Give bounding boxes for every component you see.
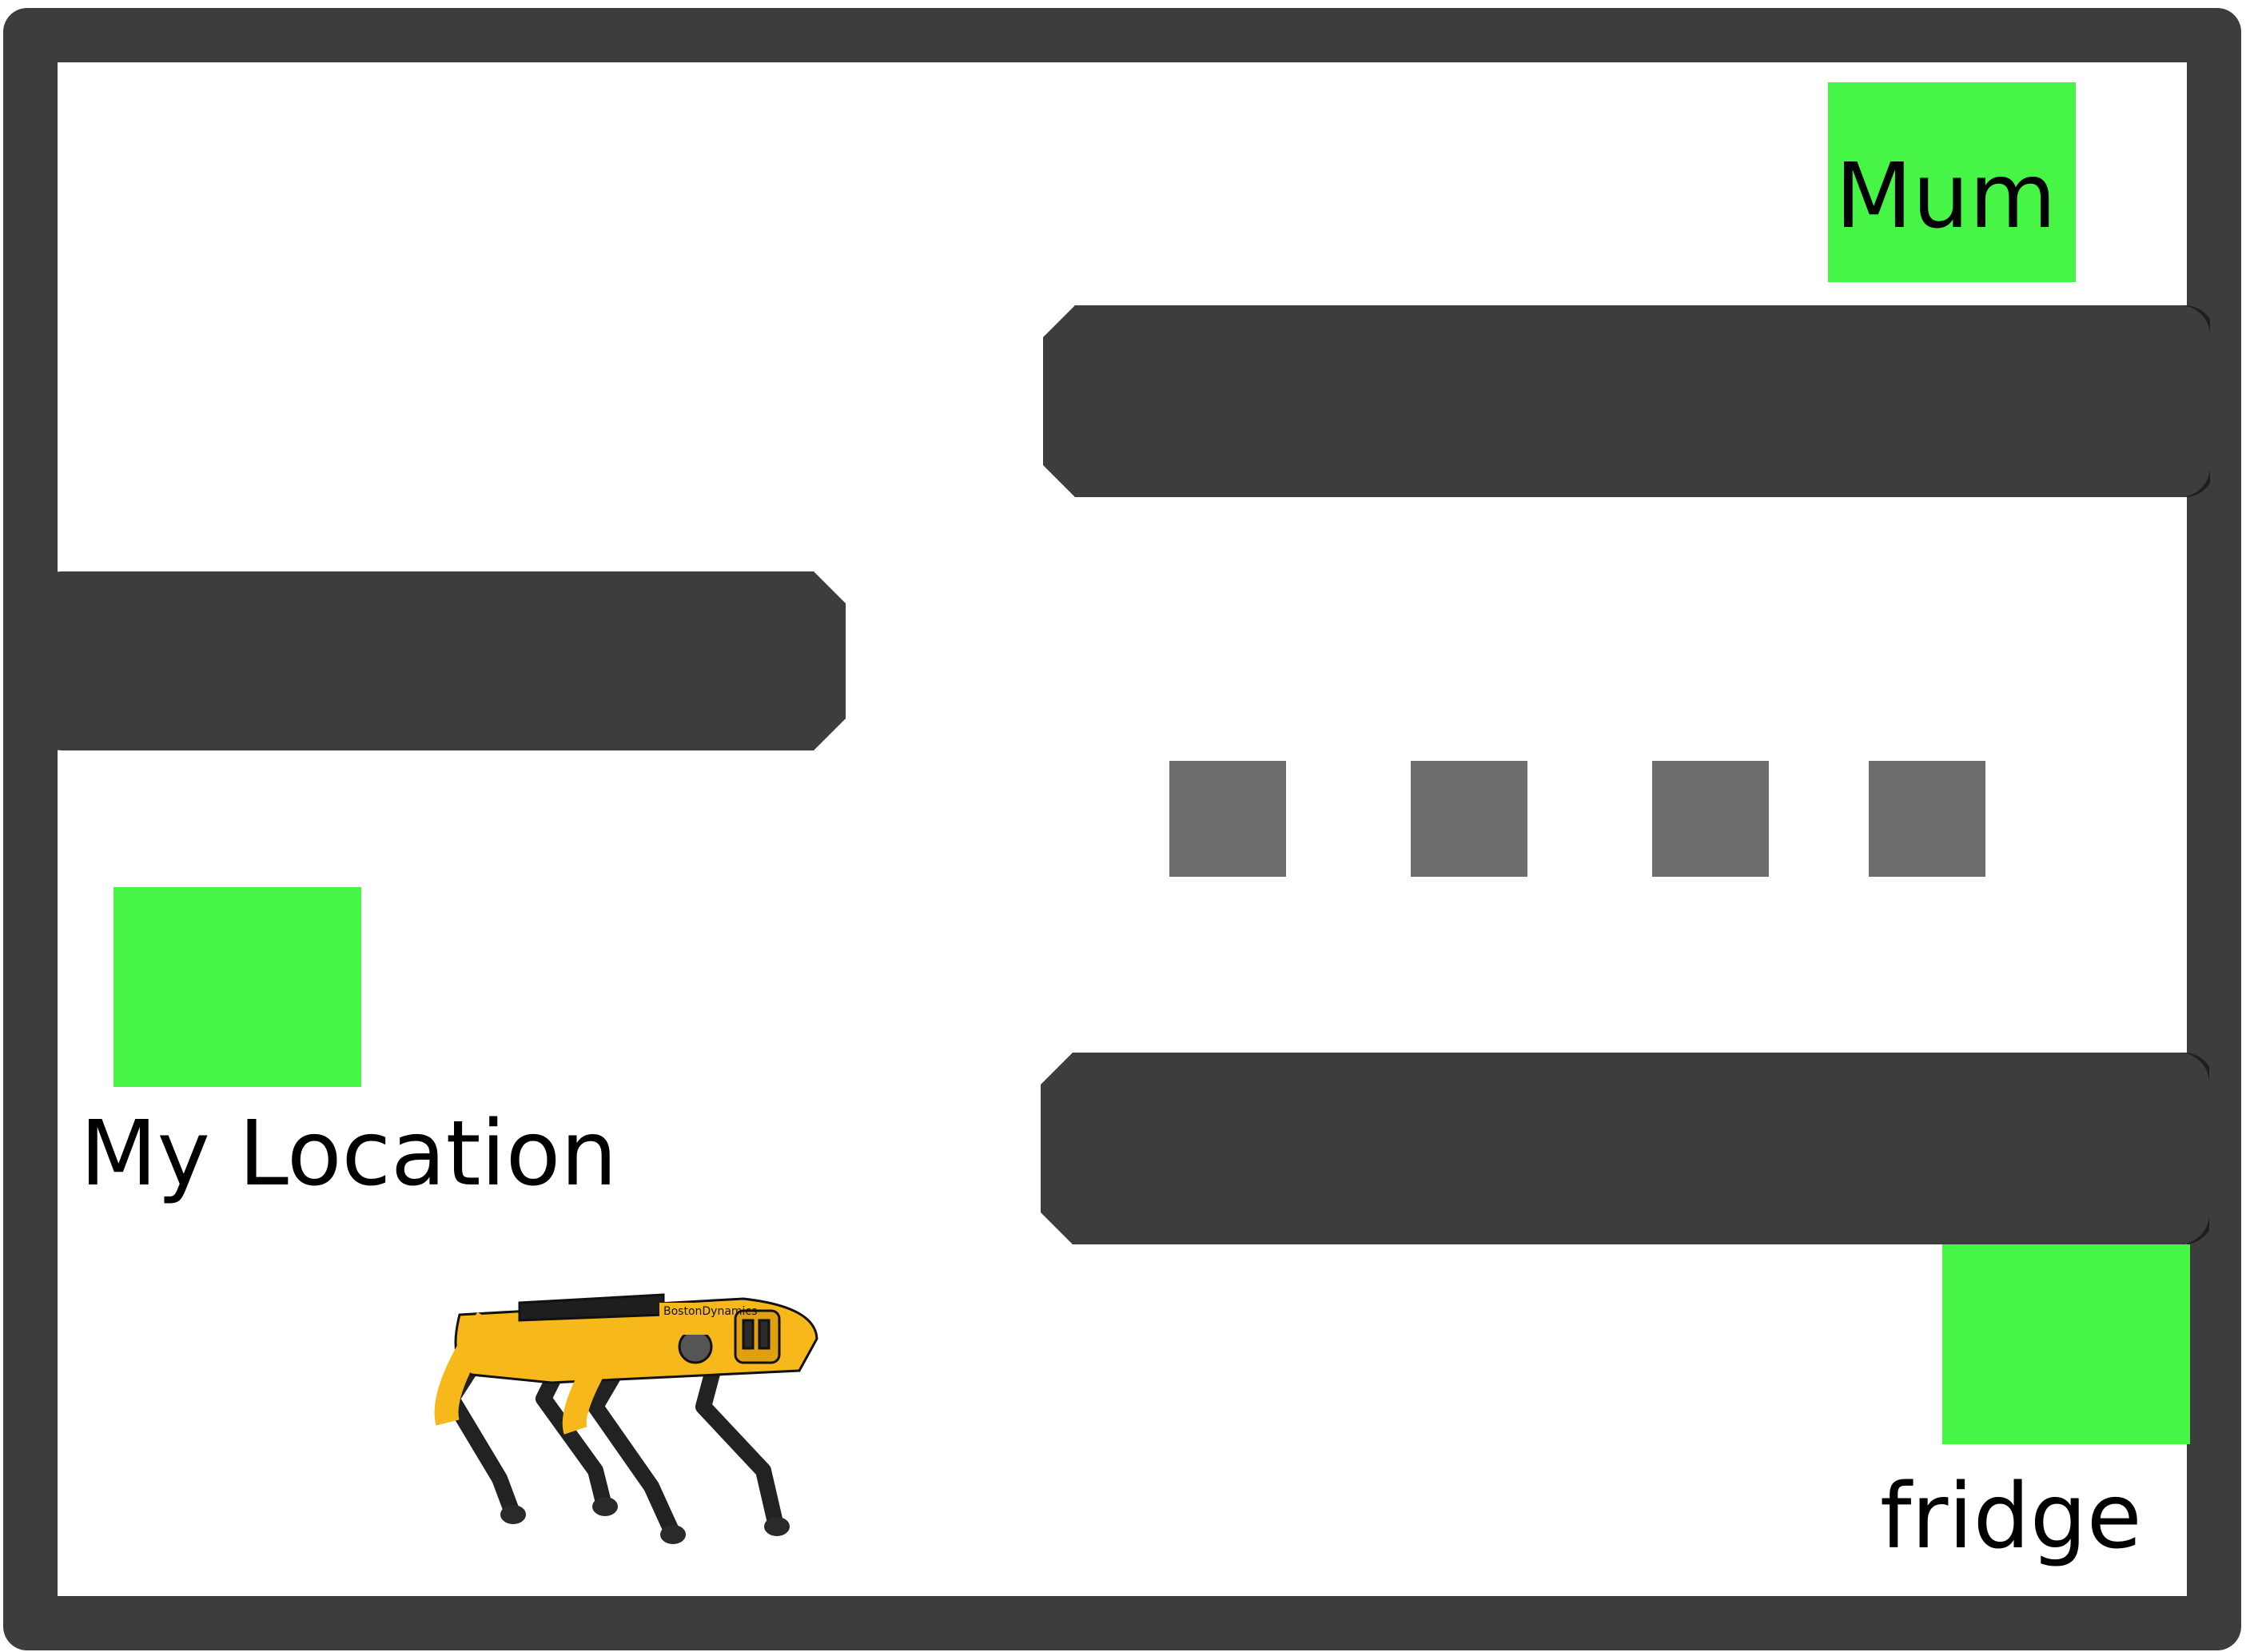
my-location-marker[interactable] [113, 887, 361, 1087]
my-location-label: My Location [80, 1102, 618, 1206]
obstacle-1 [1169, 761, 1286, 877]
mum-marker[interactable] [1828, 82, 2076, 282]
fridge-label: fridge [1880, 1465, 2142, 1569]
obstacle-3 [1652, 761, 1769, 877]
mum-label: Mum [1835, 145, 2057, 249]
robot-feet [500, 1497, 790, 1544]
wall-bottom-right [1041, 1053, 2209, 1244]
obstacle-2 [1411, 761, 1527, 877]
robot-body: BostonDynamics [434, 1293, 818, 1435]
wall-top-right [1043, 305, 2210, 497]
obstacle-4 [1869, 761, 1985, 877]
wall-middle-left [32, 571, 846, 750]
fridge-marker[interactable] [1942, 1244, 2190, 1444]
robot-dog-icon[interactable]: BostonDynamics [424, 1271, 823, 1566]
robot-brand-text: BostonDynamics [663, 1305, 757, 1318]
